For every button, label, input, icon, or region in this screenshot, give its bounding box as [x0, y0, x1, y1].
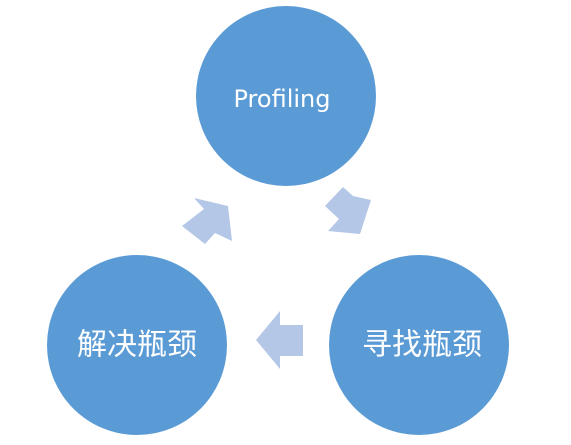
node-profiling: Profiling — [196, 6, 376, 186]
node-profiling-label: Profiling — [234, 85, 331, 113]
node-find-bottleneck: 寻找瓶颈 — [329, 255, 509, 435]
arrow-solve-to-profiling — [182, 198, 232, 244]
arrow-profiling-to-find — [325, 187, 371, 234]
arrow-find-to-solve — [256, 311, 303, 369]
node-solve-bottleneck: 解决瓶颈 — [47, 255, 227, 435]
node-find-bottleneck-label: 寻找瓶颈 — [362, 328, 482, 363]
node-solve-bottleneck-label: 解决瓶颈 — [77, 328, 197, 363]
